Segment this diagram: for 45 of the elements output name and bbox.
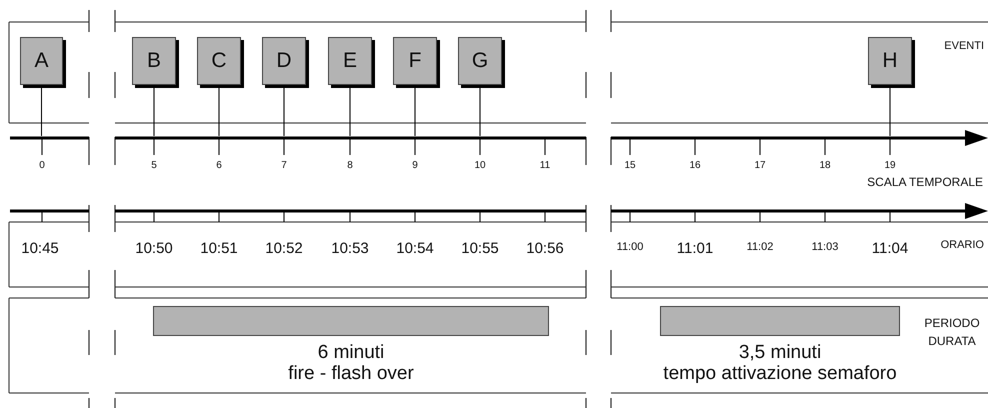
tick-label: 8	[347, 160, 353, 172]
row-heading: SCALA TEMPORALE	[867, 176, 983, 190]
event-box: G	[458, 37, 502, 85]
time-label: 10:50	[135, 240, 173, 258]
event-box: D	[262, 37, 306, 85]
tick-label: 0	[39, 160, 45, 172]
time-label: 10:45	[21, 240, 59, 258]
event-box: H	[868, 37, 912, 85]
tick-label: 11	[540, 160, 550, 172]
duration-caption: 3,5 minuti	[738, 342, 822, 364]
time-label: 11:03	[812, 241, 838, 254]
tick-label: 10	[474, 160, 486, 172]
tick-label: 19	[884, 160, 896, 172]
tick-label: 9	[412, 160, 418, 172]
event-box: C	[197, 37, 241, 85]
event-box: A	[20, 37, 63, 85]
time-label: 10:52	[265, 240, 303, 258]
time-label: 11:04	[872, 240, 908, 258]
tick-label: 7	[281, 160, 287, 172]
time-label: 10:55	[461, 240, 499, 258]
row-heading: ORARIO	[940, 239, 984, 252]
time-axis	[10, 136, 890, 156]
duration-caption: tempo attivazione semaforo	[663, 363, 897, 385]
row-heading: EVENTI	[944, 40, 984, 53]
time-label: 11:02	[746, 241, 774, 254]
duration-caption: fire - flash over	[288, 363, 414, 385]
tick-label: 17	[754, 160, 766, 172]
event-box: F	[393, 37, 437, 85]
time-label: 10:53	[331, 240, 369, 258]
tick-label: 15	[624, 160, 636, 172]
time-label: 10:51	[200, 240, 238, 258]
event-box: E	[328, 37, 372, 85]
tick-label: 6	[216, 160, 222, 172]
time-label: 11:00	[616, 241, 644, 254]
duration-bar	[153, 306, 549, 336]
time-label: 11:01	[676, 240, 714, 258]
tick-label: 18	[819, 160, 831, 172]
event-box: B	[132, 37, 176, 85]
tick-label: 5	[151, 160, 157, 172]
row-heading: PERIODO DURATA	[923, 315, 981, 350]
time-label: 10:54	[396, 240, 434, 258]
tick-label: 16	[689, 160, 701, 172]
duration-bar	[660, 306, 900, 336]
time-label: 10:56	[526, 240, 564, 258]
duration-caption: 6 minuti	[318, 342, 384, 364]
